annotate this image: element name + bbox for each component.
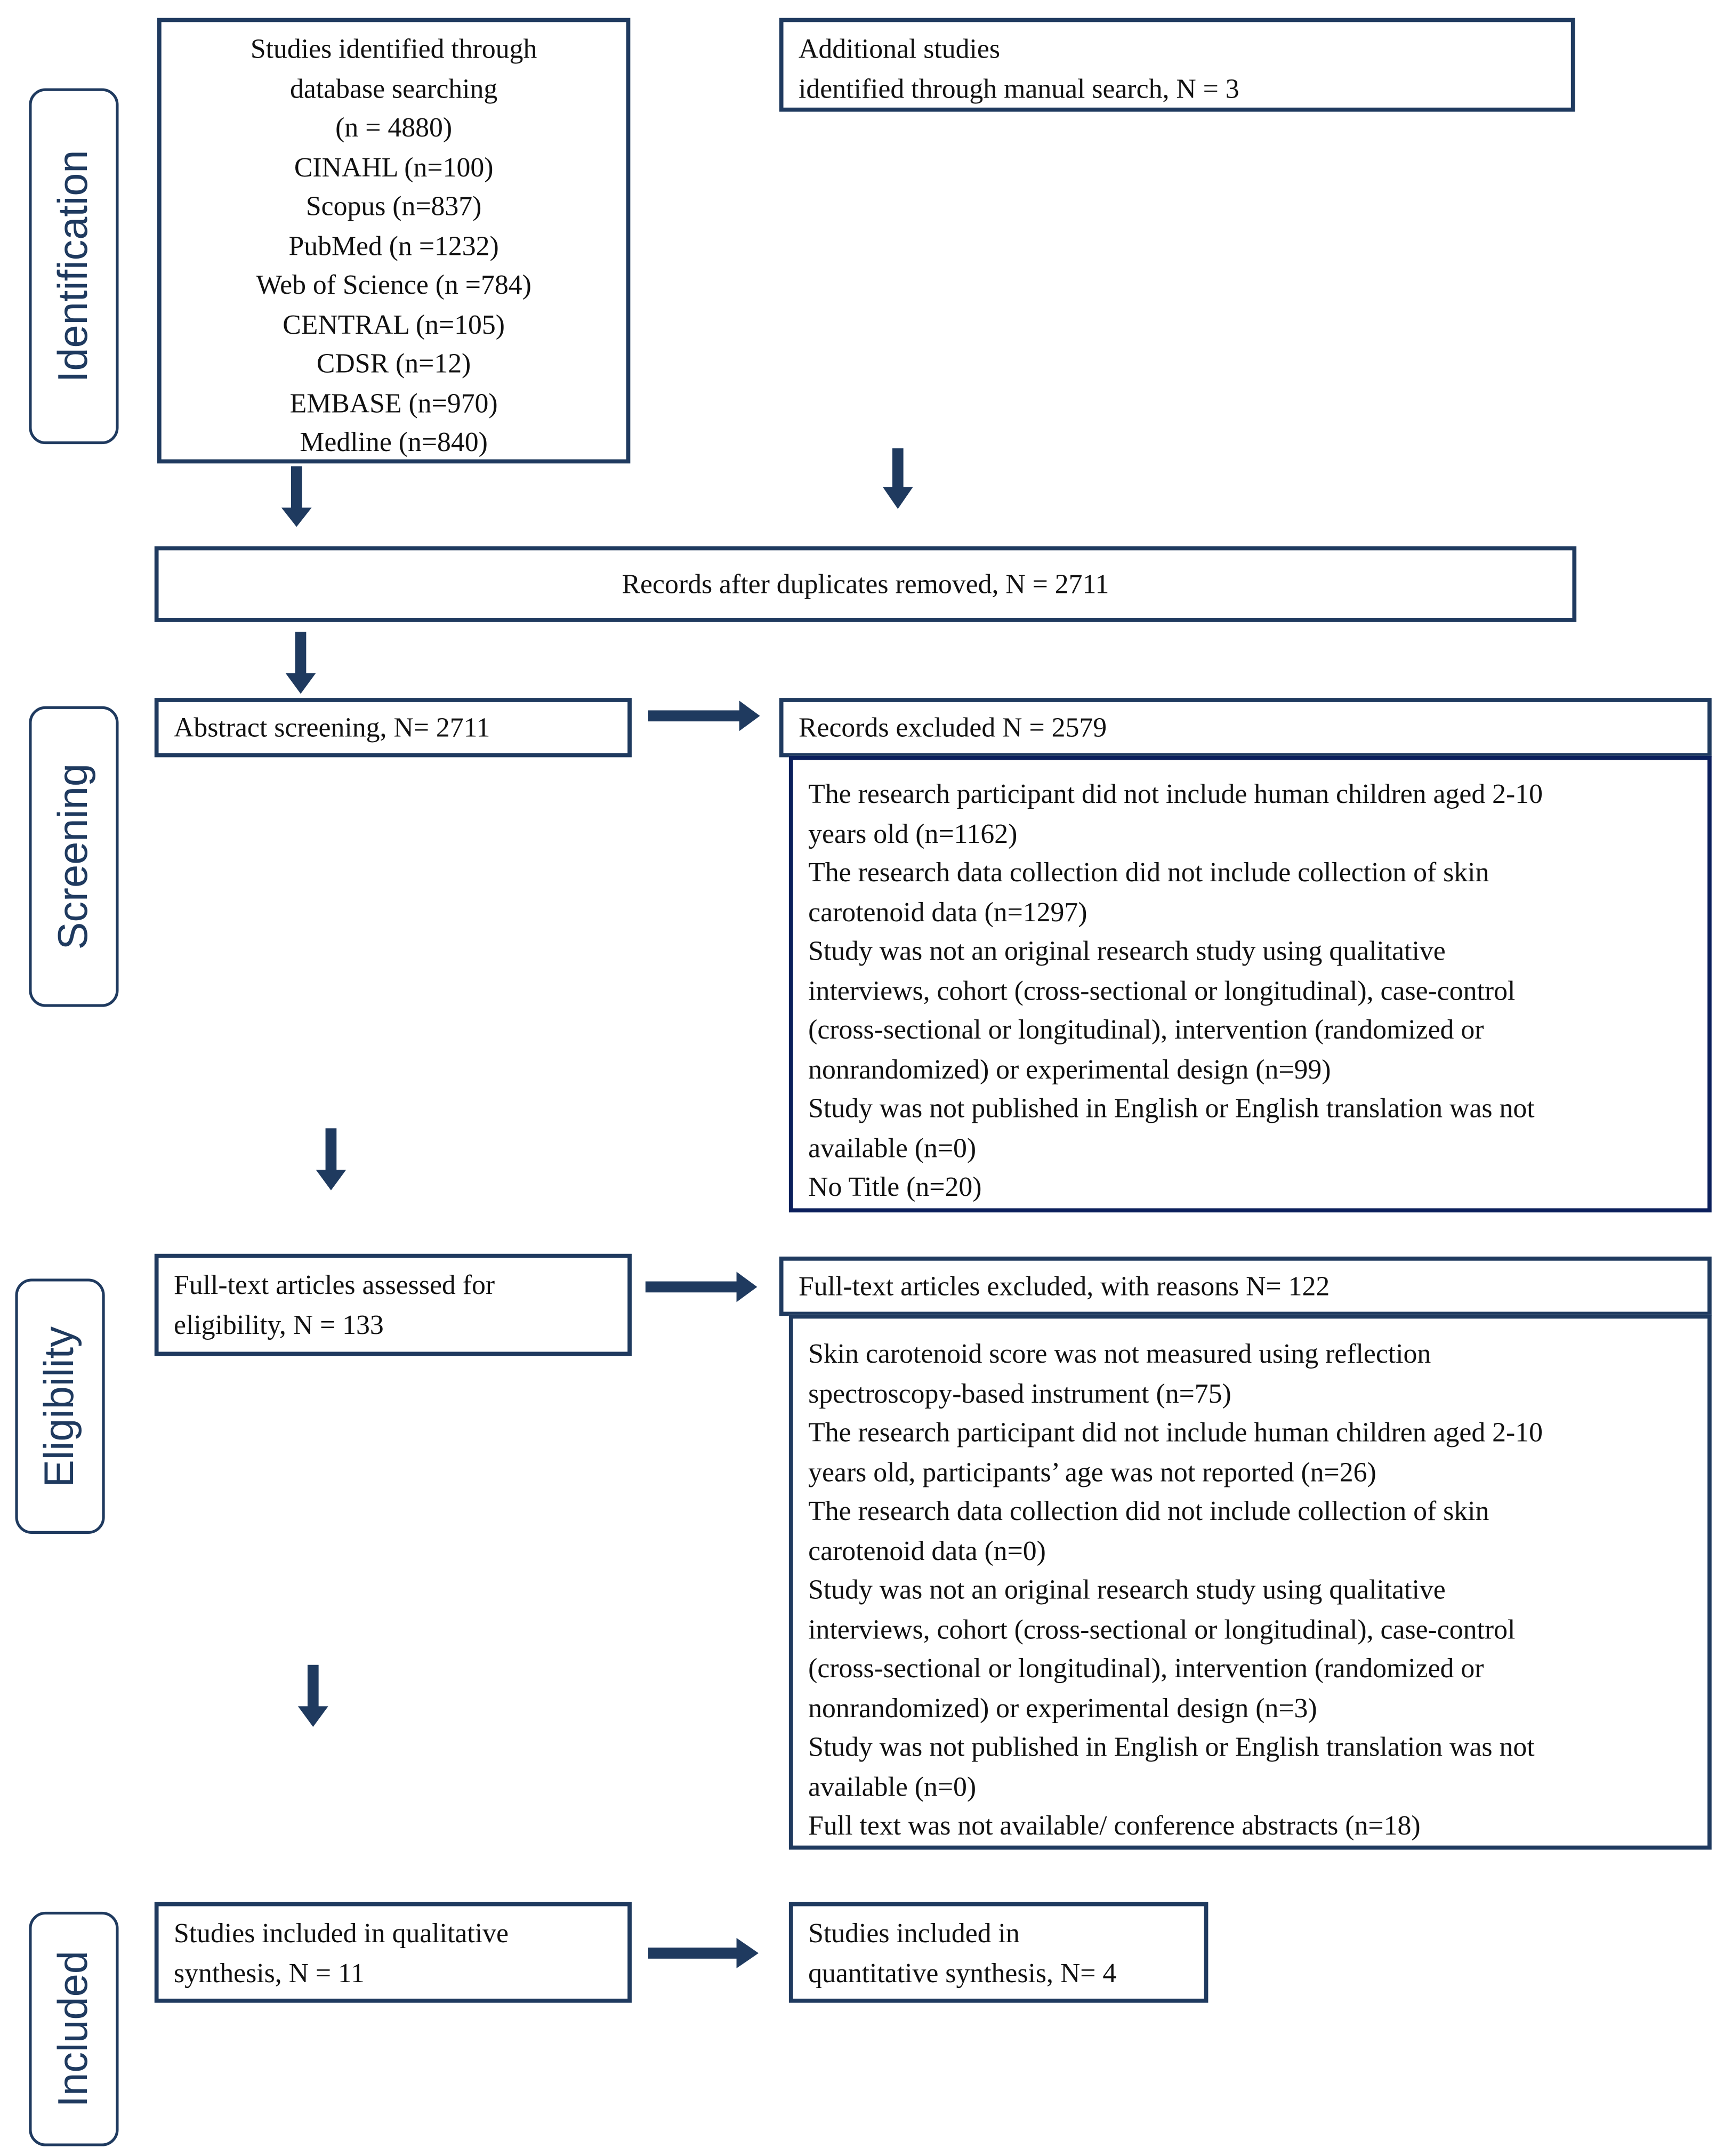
- fulltext-assessed-line: eligibility, N = 133: [173, 1309, 384, 1340]
- fulltext-exclusion-reason-line: carotenoid data (n=0): [808, 1535, 1046, 1566]
- database-line: EMBASE (n=970): [289, 388, 498, 419]
- fulltext-excluded-title: Full-text articles excluded, with reason…: [798, 1272, 1330, 1302]
- records-excluded-title: Records excluded N = 2579: [798, 713, 1107, 744]
- quantitative-synthesis-line: Studies included in: [808, 1918, 1020, 1949]
- exclusion-reason-line: The research data collection did not inc…: [808, 858, 1489, 889]
- fulltext-exclusion-reason-line: Study was not published in English or En…: [808, 1732, 1535, 1763]
- exclusion-reason-line: carotenoid data (n=1297): [808, 897, 1087, 928]
- exclusion-reason-line: The research participant did not include…: [808, 779, 1543, 810]
- database-line: CDSR (n=12): [316, 349, 471, 380]
- exclusion-reason-line: interviews, cohort (cross-sectional or l…: [808, 976, 1516, 1007]
- fulltext-assessed-line: Full-text articles assessed for: [173, 1270, 495, 1301]
- arrow-down-icon: [316, 1128, 347, 1190]
- records-excluded-title-box: Records excluded N = 2579: [779, 698, 1712, 758]
- manual-search-box: Additional studies identified through ma…: [779, 18, 1575, 112]
- database-line: Medline (n=840): [300, 428, 488, 458]
- abstract-screening-box: Abstract screening, N= 2711: [154, 698, 632, 758]
- database-line: PubMed (n =1232): [288, 231, 499, 262]
- exclusion-reason-line: nonrandomized) or experimental design (n…: [808, 1054, 1331, 1085]
- arrow-down-icon: [285, 631, 316, 694]
- phase-screening: Screening: [29, 706, 119, 1007]
- fulltext-assessed-box: Full-text articles assessed for eligibil…: [154, 1253, 632, 1356]
- fulltext-exclusion-reason-line: nonrandomized) or experimental design (n…: [808, 1693, 1317, 1724]
- qualitative-synthesis-line: Studies included in qualitative: [173, 1918, 509, 1949]
- database-line: CENTRAL (n=105): [283, 309, 505, 340]
- database-line: CINAHL (n=100): [294, 152, 494, 183]
- qualitative-synthesis-line: synthesis, N = 11: [173, 1958, 365, 1989]
- database-line: Studies identified through: [250, 34, 537, 65]
- fulltext-exclusion-reason-line: Study was not an original research study…: [808, 1575, 1446, 1606]
- quantitative-synthesis-box: Studies included in quantitative synthes…: [788, 1902, 1209, 2003]
- qualitative-synthesis-box: Studies included in qualitative synthesi…: [154, 1902, 632, 2003]
- exclusion-reason-line: available (n=0): [808, 1133, 977, 1164]
- exclusion-reason-line: Study was not published in English or En…: [808, 1093, 1535, 1124]
- database-search-box: Studies identified through database sear…: [157, 18, 631, 464]
- database-line: Web of Science (n =784): [256, 270, 531, 301]
- arrow-down-icon: [297, 1664, 328, 1727]
- fulltext-exclusion-reason-line: (cross-sectional or longitudinal), inter…: [808, 1654, 1484, 1684]
- arrow-right-icon: [648, 1938, 759, 1968]
- database-line: Scopus (n=837): [305, 191, 482, 222]
- phase-eligibility: Eligibility: [15, 1278, 105, 1534]
- manual-search-line: identified through manual search, N = 3: [798, 74, 1239, 104]
- duplicates-removed-box: Records after duplicates removed, N = 27…: [154, 546, 1577, 622]
- fulltext-exclusion-reason-line: spectroscopy-based instrument (n=75): [808, 1378, 1231, 1409]
- database-line: database searching: [289, 74, 498, 104]
- fulltext-exclusion-reason-line: The research participant did not include…: [808, 1418, 1543, 1449]
- exclusion-reason-line: years old (n=1162): [808, 818, 1018, 849]
- exclusion-reason-line: (cross-sectional or longitudinal), inter…: [808, 1015, 1484, 1046]
- phase-included: Included: [29, 1911, 119, 2146]
- duplicates-removed-text: Records after duplicates removed, N = 27…: [622, 569, 1109, 600]
- fulltext-exclusion-reason-line: years old, participants’ age was not rep…: [808, 1457, 1376, 1488]
- fulltext-exclusion-reason-line: available (n=0): [808, 1772, 977, 1803]
- manual-search-line: Additional studies: [798, 34, 1001, 65]
- quantitative-synthesis-line: quantitative synthesis, N= 4: [808, 1958, 1117, 1989]
- exclusion-reason-line: Study was not an original research study…: [808, 936, 1446, 967]
- arrow-right-icon: [648, 701, 760, 731]
- fulltext-exclusion-reason-line: Skin carotenoid score was not measured u…: [808, 1339, 1431, 1370]
- phase-identification: Identification: [29, 88, 119, 445]
- fulltext-exclusion-reason-line: Full text was not available/ conference …: [808, 1811, 1421, 1841]
- arrow-down-icon: [281, 466, 312, 527]
- records-excluded-reasons-box: The research participant did not include…: [788, 755, 1712, 1213]
- database-line: (n = 4880): [335, 113, 453, 144]
- fulltext-exclusion-reason-line: The research data collection did not inc…: [808, 1497, 1489, 1527]
- abstract-screening-text: Abstract screening, N= 2711: [173, 713, 490, 744]
- exclusion-reason-line: No Title (n=20): [808, 1172, 982, 1203]
- arrow-down-icon: [882, 448, 913, 509]
- fulltext-excluded-title-box: Full-text articles excluded, with reason…: [779, 1256, 1712, 1316]
- fulltext-exclusion-reason-line: interviews, cohort (cross-sectional or l…: [808, 1614, 1516, 1645]
- fulltext-excluded-reasons-box: Skin carotenoid score was not measured u…: [788, 1314, 1712, 1850]
- arrow-right-icon: [645, 1272, 758, 1302]
